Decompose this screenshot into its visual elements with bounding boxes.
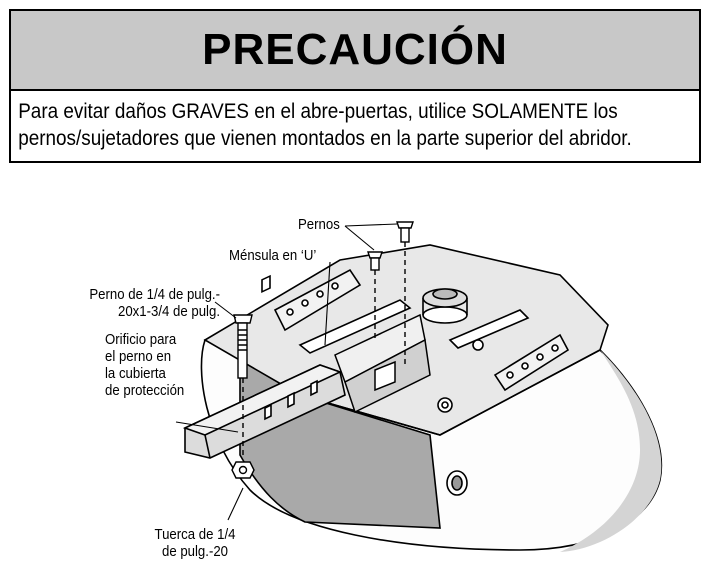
- opener-illustration: Pernos Ménsula en ‘U’ Perno de 1/4 de pu…: [0, 190, 713, 563]
- top-bolts: [367, 221, 414, 365]
- label-orificio: Orificio para el perno en la cubierta de…: [105, 331, 185, 399]
- caution-title: PRECAUCIÓN: [202, 25, 508, 74]
- rail: [182, 274, 346, 459]
- caution-box: PRECAUCIÓN Para evitar daños GRAVES en e…: [9, 9, 701, 163]
- caution-header: PRECAUCIÓN: [11, 11, 699, 91]
- caution-text: Para evitar daños GRAVES en el abre-puer…: [11, 91, 709, 152]
- leader-lines: [175, 223, 398, 521]
- long-bolt: [233, 314, 253, 455]
- caution-line-2: pernos/sujetadores que vienen montados e…: [18, 127, 632, 150]
- opener-drawing: [175, 221, 663, 552]
- label-perno-largo: Perno de 1/4 de pulg.- 20x1-3/4 de pulg.: [89, 286, 220, 320]
- label-mensula: Ménsula en ‘U’: [229, 247, 317, 264]
- label-pernos: Pernos: [298, 216, 340, 233]
- nut: [231, 461, 255, 479]
- caution-line-1: Para evitar daños GRAVES en el abre-puer…: [18, 100, 618, 123]
- u-bracket: [334, 313, 431, 414]
- label-tuerca: Tuerca de 1/4 de pulg.-20: [154, 526, 236, 560]
